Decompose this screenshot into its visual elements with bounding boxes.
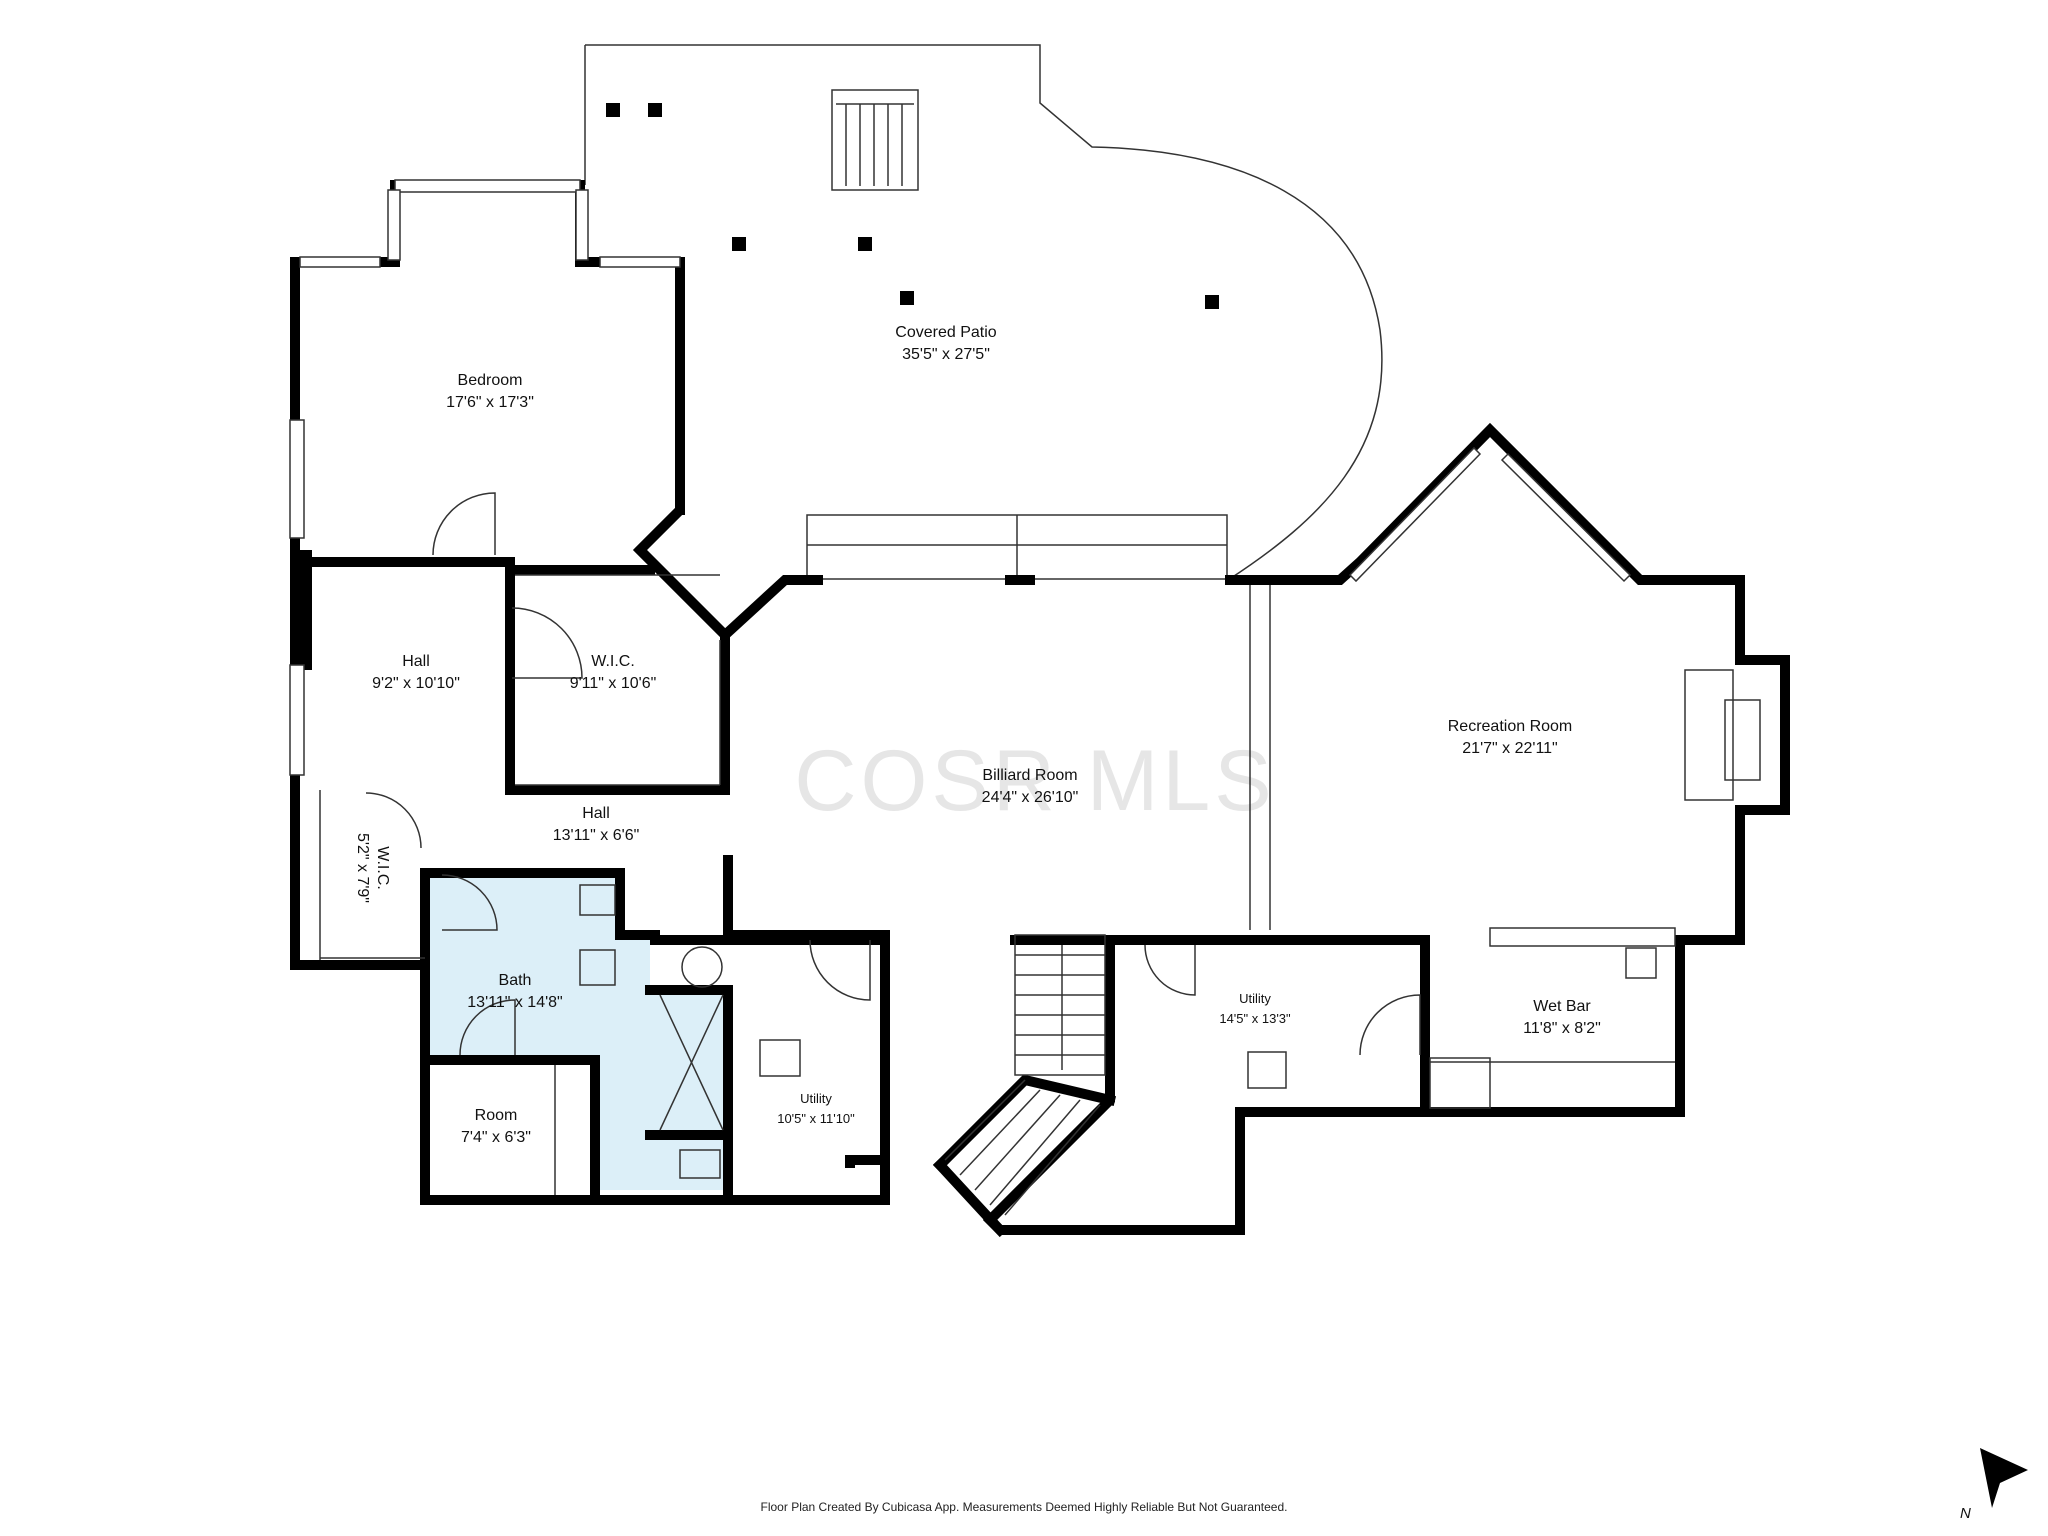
svg-text:5'2" x 7'9": 5'2" x 7'9": [354, 833, 371, 903]
sliding-doors: [806, 514, 1228, 580]
stairs: [944, 934, 1106, 1216]
svg-text:Billiard Room: Billiard Room: [982, 767, 1077, 784]
room-label-bath: Bath 13'11" x 14'8": [467, 972, 562, 1011]
svg-text:21'7" x 22'11": 21'7" x 22'11": [1462, 740, 1557, 757]
west-wall-segment: [290, 550, 312, 670]
room-label-recreation-room: Recreation Room 21'7" x 22'11": [1448, 718, 1573, 757]
room-label-room: Room 7'4" x 6'3": [461, 1107, 531, 1146]
door-swings: [365, 492, 1421, 1056]
svg-text:9'2" x 10'10": 9'2" x 10'10": [372, 675, 460, 692]
svg-text:Bedroom: Bedroom: [458, 372, 523, 389]
room-label-utility-2: Utility 14'5" x 13'3": [1219, 991, 1291, 1026]
bath-area: [430, 873, 728, 1190]
svg-text:W.I.C.: W.I.C.: [374, 846, 391, 890]
room-label-hall-1: Hall 9'2" x 10'10": [372, 653, 460, 692]
footer-disclaimer: Floor Plan Created By Cubicasa App. Meas…: [760, 1500, 1288, 1514]
svg-text:Covered Patio: Covered Patio: [895, 324, 996, 341]
room-label-bedroom: Bedroom 17'6" x 17'3": [446, 372, 534, 411]
svg-text:24'4" x 26'10": 24'4" x 26'10": [982, 789, 1079, 806]
svg-text:17'6" x 17'3": 17'6" x 17'3": [446, 394, 534, 411]
room-label-covered-patio: Covered Patio 35'5" x 27'5": [895, 324, 996, 363]
svg-text:35'5" x 27'5": 35'5" x 27'5": [902, 346, 990, 363]
svg-text:Hall: Hall: [582, 805, 610, 822]
svg-text:10'5" x 11'10": 10'5" x 11'10": [777, 1111, 855, 1126]
room-label-wic-1: W.I.C. 9'11" x 10'6": [570, 653, 657, 692]
windows: [289, 179, 1632, 776]
svg-text:Utility: Utility: [1239, 991, 1271, 1006]
svg-text:Hall: Hall: [402, 653, 430, 670]
room-label-billiard-room: Billiard Room 24'4" x 26'10": [982, 767, 1079, 806]
walls: [290, 180, 1790, 1238]
watermark: COSR MLS: [794, 733, 1275, 829]
svg-text:Recreation Room: Recreation Room: [1448, 718, 1573, 735]
svg-text:11'8" x 8'2": 11'8" x 8'2": [1523, 1020, 1601, 1037]
svg-text:13'11" x 6'6": 13'11" x 6'6": [553, 827, 640, 844]
svg-text:Room: Room: [475, 1107, 518, 1124]
svg-text:14'5" x 13'3": 14'5" x 13'3": [1219, 1011, 1291, 1026]
room-label-wet-bar: Wet Bar 11'8" x 8'2": [1523, 998, 1601, 1037]
interior-lines: [319, 574, 1761, 1195]
room-label-hall-2: Hall 13'11" x 6'6": [553, 805, 640, 844]
svg-text:13'11" x 14'8": 13'11" x 14'8": [467, 994, 562, 1011]
svg-text:Bath: Bath: [499, 972, 532, 989]
patio-steps: [831, 89, 919, 191]
patio-posts: [606, 103, 1219, 309]
svg-text:Wet Bar: Wet Bar: [1533, 998, 1591, 1015]
room-label-utility-1: Utility 10'5" x 11'10": [777, 1091, 855, 1126]
north-label: N: [1960, 1505, 1971, 1522]
svg-text:Utility: Utility: [800, 1091, 832, 1106]
svg-text:7'4" x 6'3": 7'4" x 6'3": [461, 1129, 531, 1146]
covered-patio-outline: [585, 44, 1383, 581]
svg-text:W.I.C.: W.I.C.: [591, 653, 635, 670]
room-label-wic-2: W.I.C. 5'2" x 7'9": [354, 833, 391, 903]
svg-text:9'11" x 10'6": 9'11" x 10'6": [570, 675, 657, 692]
north-arrow-icon: [1980, 1448, 2028, 1508]
